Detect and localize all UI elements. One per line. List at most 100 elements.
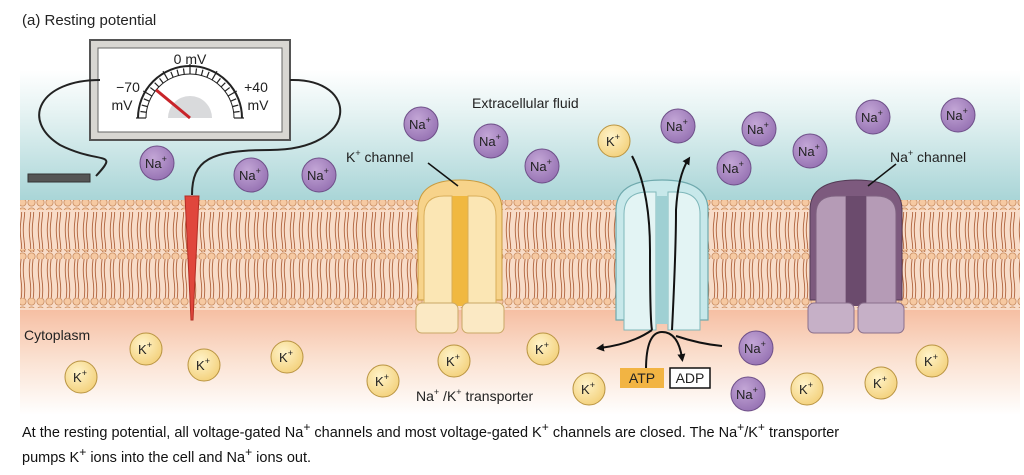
meter-tick	[140, 110, 147, 113]
na-ion: Na+	[233, 157, 269, 193]
meter-tick	[159, 77, 164, 84]
transporter-label: Na+ /K+ transporter	[416, 387, 533, 404]
na-ion-circle	[730, 376, 766, 412]
k-ion: K+	[437, 344, 471, 378]
na-ion-label: Na+	[798, 142, 820, 159]
diagram-canvas: Extracellular fluid Cytoplasm 0 mV −70 m…	[20, 39, 1020, 415]
na-ion-label: Na+	[239, 166, 261, 183]
k-ion-circle	[597, 124, 631, 158]
na-channel-leader	[867, 163, 897, 187]
k-ion-circle	[366, 364, 400, 398]
k-ion: K+	[187, 348, 221, 382]
recording-electrode	[184, 195, 200, 321]
na-ion: Na+	[730, 376, 766, 412]
na-ion-circle	[403, 106, 439, 142]
k-ion-label: K+	[73, 368, 87, 385]
adp-box	[669, 367, 711, 389]
caption-text: pumps K	[22, 449, 80, 466]
caption-sup: +	[757, 420, 765, 434]
caption-text: transporter	[764, 424, 840, 441]
k-ion-label: K+	[446, 352, 460, 369]
caption-sup: +	[245, 444, 253, 459]
k-ion-circle	[64, 360, 98, 394]
k-channel	[415, 179, 505, 334]
na-ion: Na+	[855, 99, 891, 135]
k-ion: K+	[526, 332, 560, 366]
meter-tick	[216, 77, 221, 84]
k-ion: K+	[597, 124, 631, 158]
na-ion-label: Na+	[744, 339, 766, 356]
caption-sup: +	[737, 420, 745, 434]
k-ion-label: K+	[581, 380, 595, 397]
k-ion-label: K+	[279, 348, 293, 365]
meter-tick	[154, 82, 160, 88]
caption-text: At the resting potential, all voltage-ga…	[22, 424, 304, 441]
caption-text: channels are closed. The Na	[548, 424, 738, 441]
k-ion-circle	[572, 372, 606, 406]
caption-text: channels and most voltage-gated K	[310, 424, 542, 441]
na-ion-circle	[524, 148, 560, 184]
meter-tick	[224, 87, 231, 92]
meter-tick	[195, 68, 198, 75]
meter-tick	[211, 70, 218, 81]
na-ion-circle	[473, 123, 509, 159]
figure-caption: At the resting potential, all voltage-ga…	[22, 418, 1012, 468]
na-ion: Na+	[473, 123, 509, 159]
meter-tick	[200, 69, 204, 76]
meter-scale-ticks	[136, 64, 244, 119]
caption-text: ions into the cell and Na	[86, 449, 246, 466]
na-ion-circle	[792, 133, 828, 169]
k-ion-label: K+	[196, 356, 210, 373]
k-ion: K+	[790, 372, 824, 406]
na-ion-circle	[940, 97, 976, 133]
na-ion-label: Na+	[736, 385, 758, 402]
k-ion-label: K+	[873, 374, 887, 391]
na-ion-circle	[139, 145, 175, 181]
cytoplasm-label: Cytoplasm	[24, 327, 90, 343]
na-ion-label: Na+	[479, 132, 501, 149]
meter-left-unit: mV	[112, 97, 134, 113]
caption-text: /K	[744, 424, 758, 441]
na-ion: Na+	[139, 145, 175, 181]
reference-electrode	[27, 173, 91, 183]
adp-label: ADP	[676, 370, 705, 386]
k-ion: K+	[864, 366, 898, 400]
k-ion-circle	[129, 332, 163, 366]
meter-tick	[206, 71, 210, 78]
na-ion-circle	[716, 150, 752, 186]
na-ion: Na+	[741, 111, 777, 147]
k-ion: K+	[572, 372, 606, 406]
na-ion-label: Na+	[666, 117, 688, 134]
na-ion: Na+	[716, 150, 752, 186]
electrode-wire	[191, 78, 342, 196]
k-ion-circle	[915, 344, 949, 378]
k-ion: K+	[270, 340, 304, 374]
k-ion-label: K+	[535, 340, 549, 357]
na-ion-label: Na+	[530, 157, 552, 174]
caption-text: ions out.	[252, 449, 311, 466]
k-ion: K+	[64, 360, 98, 394]
na-ion: Na+	[660, 108, 696, 144]
na-channel-label: Na+ channel	[890, 148, 966, 165]
caption-sup: +	[303, 420, 311, 434]
k-ion: K+	[915, 344, 949, 378]
meter-needle	[155, 88, 191, 120]
na-ion-label: Na+	[722, 159, 744, 176]
k-ion-circle	[526, 332, 560, 366]
ions-layer: Na+Na+Na+Na+Na+Na+Na+Na+Na+Na+Na+Na+Na+N…	[64, 97, 976, 412]
na-ion-circle	[660, 108, 696, 144]
meter-tick	[176, 69, 180, 76]
k-channel-label: K+ channel	[346, 148, 414, 165]
k-ion-label: K+	[606, 132, 620, 149]
meter-tick	[162, 70, 169, 81]
meter-tick	[142, 90, 153, 97]
meter-tick	[220, 82, 226, 88]
k-ion-circle	[270, 340, 304, 374]
na-ion: Na+	[524, 148, 560, 184]
caption-sup: +	[79, 444, 87, 459]
meter-tick	[230, 98, 237, 102]
na-ion-circle	[233, 157, 269, 193]
na-ion: Na+	[792, 133, 828, 169]
meter-right-value: +40	[244, 79, 268, 95]
na-k-transporter	[615, 179, 709, 331]
